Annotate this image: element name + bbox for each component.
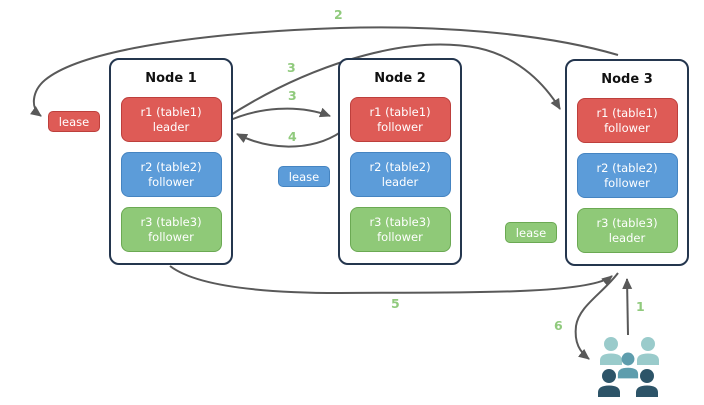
- replica-name: r1 (table1): [140, 104, 202, 119]
- node-3-replica-r3: r3 (table3) leader: [576, 208, 678, 253]
- replica-name: r2 (table2): [140, 159, 202, 174]
- node-2-title: Node 2: [374, 71, 426, 86]
- replica-name: r2 (table2): [596, 160, 658, 175]
- node-3: Node 3 r1 (table1) follower r2 (table2) …: [565, 59, 689, 266]
- replica-role: follower: [377, 119, 423, 134]
- node-2: Node 2 r1 (table1) follower r2 (table2) …: [338, 58, 462, 265]
- arrow-3-replicate-to-node3: [225, 43, 561, 119]
- arrow-5-forward-to-leader: [169, 265, 613, 295]
- lease-badge-red: lease: [48, 111, 100, 132]
- lease-badge-green: lease: [505, 222, 557, 243]
- node-2-replica-r2: r2 (table2) leader: [349, 152, 451, 197]
- replica-role: leader: [152, 119, 190, 134]
- arrow-3-replicate-to-node2: [225, 107, 331, 123]
- replica-role: follower: [377, 229, 423, 244]
- node-1-title: Node 1: [145, 71, 197, 86]
- arrow-4-ack-from-node2: [236, 127, 347, 148]
- node-1-replica-r1: r1 (table1) leader: [120, 97, 222, 142]
- node-3-replica-r1: r1 (table1) follower: [576, 98, 678, 143]
- arrow-2-lease-grant: [29, 26, 619, 117]
- replica-role: leader: [608, 230, 646, 245]
- arrow-label-2: 2: [334, 7, 343, 22]
- replica-name: r3 (table3): [369, 214, 431, 229]
- arrow-6-response-to-client: [574, 272, 619, 360]
- replica-role: follower: [604, 175, 650, 190]
- node-1-replica-r2: r2 (table2) follower: [120, 152, 222, 197]
- clients-icon: [598, 337, 659, 397]
- arrow-label-4: 4: [288, 129, 297, 144]
- node-3-replica-r2: r2 (table2) follower: [576, 153, 678, 198]
- arrow-label-1: 1: [636, 299, 645, 314]
- lease-badge-blue: lease: [278, 166, 330, 187]
- replica-role: follower: [604, 120, 650, 135]
- replica-role: leader: [381, 174, 419, 189]
- replica-role: follower: [148, 229, 194, 244]
- replica-name: r2 (table2): [369, 159, 431, 174]
- arrow-label-6: 6: [554, 318, 563, 333]
- node-2-replica-r3: r3 (table3) follower: [349, 207, 451, 252]
- replica-name: r3 (table3): [140, 214, 202, 229]
- node-1: Node 1 r1 (table1) leader r2 (table2) fo…: [109, 58, 233, 265]
- arrow-label-3a: 3: [287, 60, 296, 75]
- node-3-title: Node 3: [601, 72, 653, 87]
- replica-name: r1 (table1): [369, 104, 431, 119]
- node-2-replica-r1: r1 (table1) follower: [349, 97, 451, 142]
- replica-name: r3 (table3): [596, 215, 658, 230]
- replica-name: r1 (table1): [596, 105, 658, 120]
- arrow-label-3b: 3: [288, 88, 297, 103]
- arrow-1-client-request: [622, 278, 633, 336]
- replica-role: follower: [148, 174, 194, 189]
- arrow-label-5: 5: [391, 296, 400, 311]
- node-1-replica-r3: r3 (table3) follower: [120, 207, 222, 252]
